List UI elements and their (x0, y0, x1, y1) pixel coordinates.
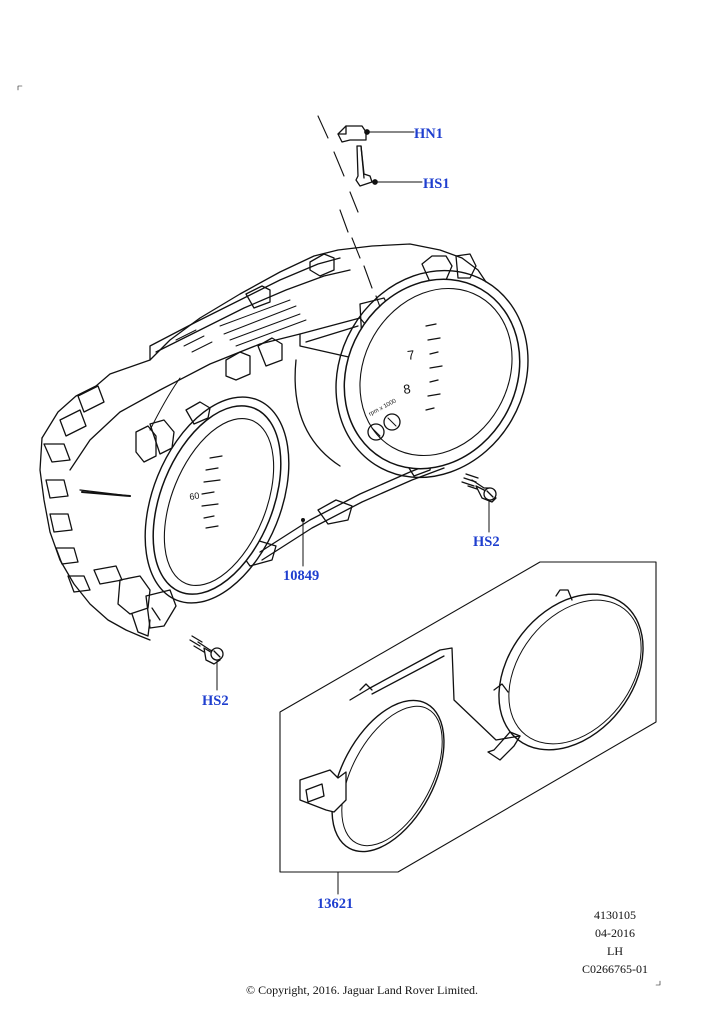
cluster-housing (39, 243, 487, 641)
bezel-box (279, 561, 657, 873)
callout-10849[interactable]: 10849 (283, 568, 320, 584)
left-dial (144, 396, 290, 604)
leader-lines (216, 131, 490, 895)
dial-numeral-7: 7 (406, 347, 415, 363)
dial-numeral-60: 60 (189, 490, 201, 502)
clip-hn1 (337, 125, 370, 143)
pin-hs1 (355, 145, 378, 187)
illustration-meta: 4130105 04-2016 LH C0266765-01 (578, 909, 652, 981)
right-dial (335, 269, 529, 479)
illustration-code: C0266765-01 (582, 962, 648, 976)
screw-hs2-right (461, 473, 497, 503)
dial-warning-icon-2 (383, 413, 401, 431)
dial-numeral-8: 8 (402, 381, 411, 397)
assembly-dash-line (317, 115, 385, 319)
corner-mark-bottom-right (655, 980, 661, 986)
corner-mark-top-left (17, 85, 23, 91)
dial-warning-icon (367, 423, 385, 441)
illustration-ref: 4130105 (594, 908, 636, 922)
callout-hs2-left[interactable]: HS2 (202, 693, 229, 709)
callout-13621[interactable]: 13621 (317, 896, 354, 912)
screw-hs2-left (189, 635, 224, 665)
copyright-notice: © Copyright, 2016. Jaguar Land Rover Lim… (245, 983, 479, 997)
left-dial-ticks (201, 455, 223, 529)
callout-hs1[interactable]: HS1 (423, 176, 450, 192)
callout-hs2-right[interactable]: HS2 (473, 534, 500, 550)
bezel-part (299, 589, 644, 853)
callout-hn1[interactable]: HN1 (414, 126, 443, 142)
illustration-side: LH (607, 944, 623, 958)
illustration-date: 04-2016 (595, 926, 635, 940)
right-dial-ticks (425, 323, 443, 411)
